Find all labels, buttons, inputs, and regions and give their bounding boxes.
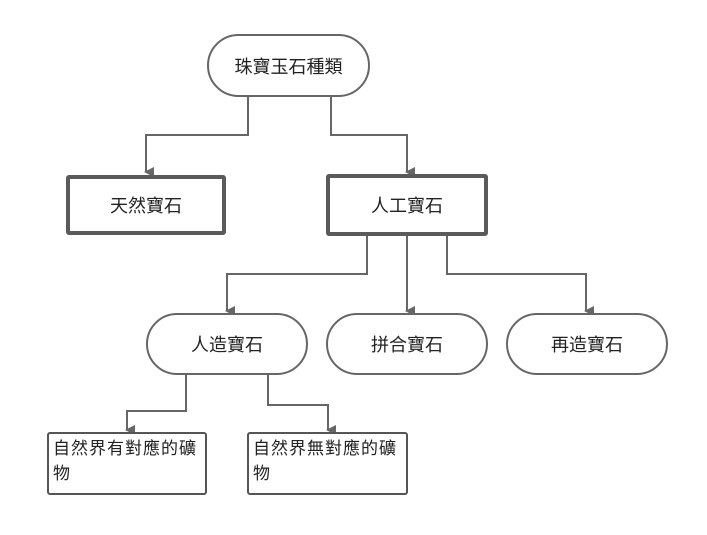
node-composite-gems: 拼合寶石 [326, 313, 488, 375]
node-reconstructed-gems: 再造寶石 [506, 313, 668, 375]
edge-artificial-reconstructed [446, 236, 594, 316]
node-synthetic-gems: 人造寶石 [146, 313, 308, 375]
node-artificial-gems: 人工寶石 [326, 174, 488, 236]
node-root: 珠寶玉石種類 [207, 34, 370, 97]
edge-synthetic-with [125, 375, 187, 435]
node-natural-gems: 天然寶石 [66, 175, 226, 235]
node-with-natural-counterpart: 自然界有對應的礦物 [47, 432, 207, 495]
edge-synthetic-without [267, 375, 336, 435]
edge-root-artificial [330, 97, 415, 177]
edge-root-natural [144, 97, 249, 177]
edge-artificial-synthetic [225, 236, 368, 316]
node-without-natural-counterpart: 自然界無對應的礦物 [247, 432, 408, 495]
